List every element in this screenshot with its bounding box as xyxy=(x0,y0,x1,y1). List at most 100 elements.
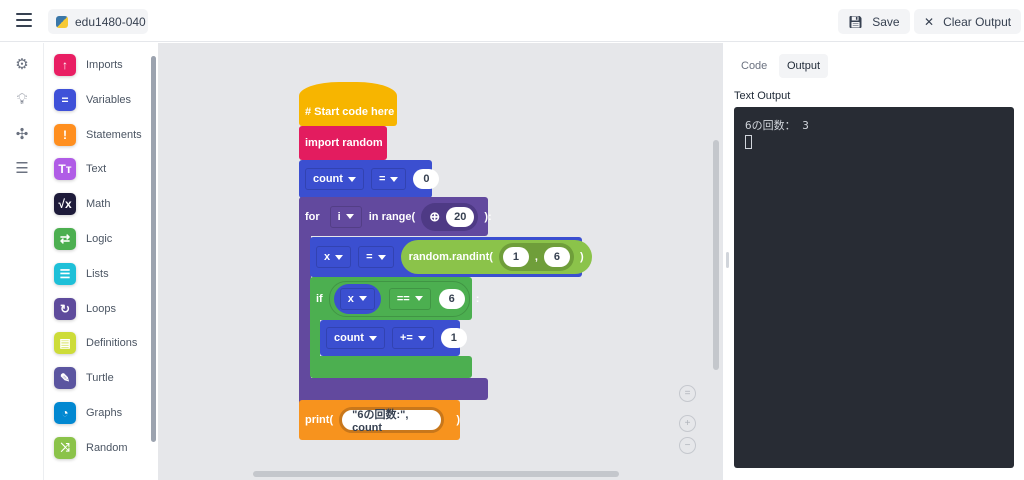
for-arm xyxy=(299,233,311,403)
var-block: x xyxy=(333,283,381,314)
zoom-in-icon[interactable]: + xyxy=(679,415,696,432)
category-label: Text xyxy=(86,163,107,176)
random-icon: ⤨ xyxy=(54,436,76,459)
canvas-hscrollbar[interactable] xyxy=(253,471,619,477)
var-dropdown[interactable]: x xyxy=(339,287,375,310)
if-row: if x==6: xyxy=(310,277,479,320)
range-end-input[interactable]: 20 xyxy=(446,206,475,227)
toolbox-category-definitions[interactable]: ▤ Definitions xyxy=(54,331,137,355)
panel-resize-handle[interactable] xyxy=(726,252,729,268)
loop-var-dropdown[interactable]: i xyxy=(329,205,362,228)
tab-output[interactable]: Output xyxy=(779,54,829,78)
workspace-canvas[interactable]: # Start code here import random count=0 … xyxy=(158,43,722,480)
number-input[interactable]: 0 xyxy=(413,169,440,189)
statements-icon: ! xyxy=(54,123,76,146)
checklist-icon[interactable]: ☰ xyxy=(15,160,29,177)
output-panel: Code Output Text Output 6の回数： 3 xyxy=(722,43,1024,480)
toolbox-scrollbar[interactable] xyxy=(151,56,156,442)
category-label: Lists xyxy=(86,267,109,280)
arg-b[interactable]: 6 xyxy=(543,247,570,267)
var-dropdown[interactable]: count xyxy=(326,327,385,349)
category-label: Imports xyxy=(86,59,123,71)
op-dropdown[interactable]: += xyxy=(391,327,434,349)
toolbox-category-turtle[interactable]: ✎ Turtle xyxy=(54,366,114,390)
save-icon: 💾︎ xyxy=(848,14,864,29)
condition: x == 6 xyxy=(328,280,470,317)
assign-x-block[interactable]: x = random.randint(1,6) xyxy=(310,237,592,277)
toolbox-category-graphs[interactable]: ◔ Graphs xyxy=(54,401,122,425)
var-dropdown[interactable]: count xyxy=(305,168,364,190)
zoom-out-icon[interactable]: − xyxy=(679,437,696,454)
loops-icon: ↻ xyxy=(54,297,76,320)
if-bottom xyxy=(310,356,472,378)
definitions-icon: ▤ xyxy=(54,332,76,355)
if-arm xyxy=(310,313,320,363)
project-name-chip[interactable]: edu1480-040 xyxy=(48,9,148,34)
close-icon: ✕ xyxy=(924,14,935,29)
clear-output-button[interactable]: ✕Clear Output xyxy=(914,9,1022,34)
imports-icon: ↑ xyxy=(54,54,76,76)
toolbox-category-random[interactable]: ⤨ Random xyxy=(54,436,128,460)
plus-circle-icon[interactable]: ⊕ xyxy=(429,208,441,224)
variables-icon: = xyxy=(54,88,76,111)
compare-value[interactable]: 6 xyxy=(438,288,465,309)
side-rail: ⚙ 💡︎ ✣ ☰ xyxy=(0,43,44,480)
toolbox-category-text[interactable]: Tт Text xyxy=(54,157,106,181)
op-dropdown[interactable]: = xyxy=(358,246,394,268)
number-input[interactable]: 1 xyxy=(440,328,467,348)
for-bottom xyxy=(299,378,488,400)
arg-a[interactable]: 1 xyxy=(502,247,529,267)
logic-icon: ⇄ xyxy=(54,228,76,250)
print-block[interactable]: print("6の回数:", count) xyxy=(299,400,460,440)
settings-icon[interactable]: ⚙ xyxy=(15,56,29,73)
lists-icon: ☰ xyxy=(54,262,76,285)
assign-count-block[interactable]: count = 0 xyxy=(299,160,440,198)
aug-assign-block[interactable]: count += 1 xyxy=(320,320,467,356)
category-label: Logic xyxy=(86,233,113,245)
start-hat-block[interactable] xyxy=(299,82,397,126)
tab-code[interactable]: Code xyxy=(741,60,768,72)
category-label: Math xyxy=(86,198,111,211)
category-label: Random xyxy=(86,441,128,454)
python-icon xyxy=(56,15,68,28)
turtle-icon: ✎ xyxy=(54,367,76,390)
category-label: Loops xyxy=(86,302,116,315)
top-bar: edu1480-040 💾︎Save ✕Clear Output xyxy=(0,0,1024,42)
category-label: Definitions xyxy=(86,337,138,350)
import-random-block[interactable]: import random xyxy=(299,126,387,160)
puzzle-icon[interactable]: ✣ xyxy=(15,126,29,143)
category-label: Graphs xyxy=(86,407,123,419)
category-label: Variables xyxy=(86,93,132,106)
cursor xyxy=(745,135,752,149)
toolbox-category-lists[interactable]: ☰ Lists xyxy=(54,262,109,286)
math-icon: √x xyxy=(54,193,76,216)
zoom-reset-icon[interactable]: = xyxy=(679,385,696,402)
toolbox-category-imports[interactable]: ↑ Imports xyxy=(54,53,123,77)
canvas-vscrollbar[interactable] xyxy=(713,140,719,370)
category-label: Statements xyxy=(86,128,142,141)
compare-dropdown[interactable]: == xyxy=(388,287,431,310)
toolbox-category-statements[interactable]: ! Statements xyxy=(54,123,142,147)
randint-block[interactable]: random.randint(1,6) xyxy=(400,240,592,274)
toolbox-category-variables[interactable]: = Variables xyxy=(54,88,131,112)
output-line: 6の回数： 3 xyxy=(745,119,809,132)
graphs-icon: ◔ xyxy=(54,402,76,424)
var-dropdown[interactable]: x xyxy=(316,246,352,268)
category-label: Turtle xyxy=(86,372,114,385)
op-dropdown[interactable]: = xyxy=(370,168,407,190)
toolbox-category-math[interactable]: √x Math xyxy=(54,192,110,216)
text-output-label: Text Output xyxy=(734,90,791,102)
toolbox-category-logic[interactable]: ⇄ Logic xyxy=(54,227,112,251)
range-args: ⊕ 20 xyxy=(421,202,479,231)
save-button[interactable]: 💾︎Save xyxy=(838,9,910,34)
randint-args: 1,6 xyxy=(498,243,574,271)
menu-icon[interactable] xyxy=(16,13,32,27)
text-icon: Tт xyxy=(54,158,76,181)
start-label: # Start code here xyxy=(305,106,395,118)
print-arg-input[interactable]: "6の回数:", count xyxy=(339,407,445,434)
text-output-console[interactable]: 6の回数： 3 xyxy=(734,107,1014,468)
lightbulb-icon[interactable]: 💡︎ xyxy=(16,91,28,108)
toolbox-category-loops[interactable]: ↻ Loops xyxy=(54,297,116,321)
